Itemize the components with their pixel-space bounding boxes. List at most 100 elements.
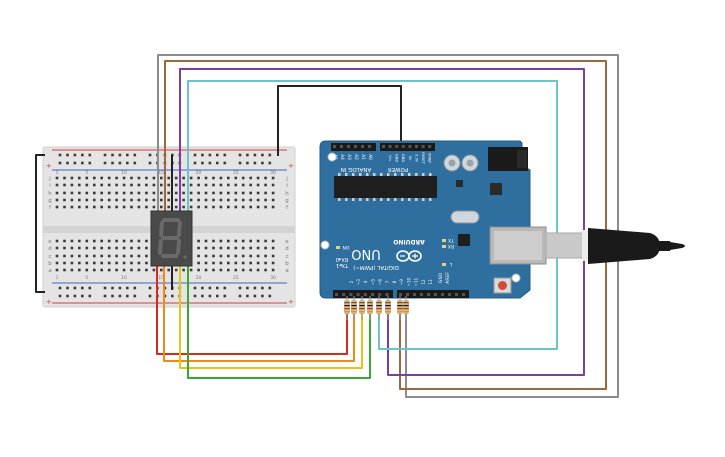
display-segments — [158, 218, 182, 258]
column-label: 20 — [196, 170, 202, 176]
resistor[interactable] — [376, 296, 382, 320]
mounting-hole — [511, 273, 521, 283]
column-label: 10 — [121, 275, 127, 281]
resistor[interactable] — [367, 296, 373, 320]
analog-pin-label: A5 — [333, 154, 338, 160]
row-label: f — [49, 205, 52, 211]
breadboard-holes — [55, 153, 275, 298]
column-label: 5 — [85, 170, 88, 176]
tx-pin-label: TX▸1 — [336, 262, 349, 268]
row-label: a — [285, 268, 288, 274]
power-pin-label: Vin — [388, 155, 392, 161]
rx-led-label: RX — [448, 243, 454, 249]
column-label: 25 — [233, 170, 239, 176]
wire-red[interactable] — [156, 258, 348, 355]
digital-pin-label: 12 — [421, 279, 426, 285]
row-label: b — [285, 261, 289, 267]
arduino-infinity-logo — [396, 250, 422, 262]
digital-pin-label: 13 — [428, 279, 433, 285]
column-label: 15 — [158, 275, 164, 281]
analog-header-label: ANALOG IN — [341, 166, 372, 172]
wire-yellow[interactable] — [179, 258, 363, 369]
power-pin-label: RESET — [421, 152, 425, 164]
gnd-label: GND — [438, 272, 444, 283]
wire-purple[interactable] — [179, 68, 585, 376]
rail-plus-mark: + — [288, 298, 294, 306]
column-label: 1 — [56, 275, 59, 281]
seven-segment-display[interactable]: 8 — [150, 210, 193, 267]
l-led-label: L — [449, 261, 452, 267]
wire-black[interactable] — [277, 85, 402, 156]
rail-plus-mark: + — [46, 162, 52, 170]
wire-gray[interactable] — [157, 54, 619, 398]
column-label: 20 — [196, 275, 202, 281]
rx-pin-label: RX◂0 — [336, 256, 349, 262]
analog-pin-label: A2 — [354, 154, 359, 160]
usb-cable[interactable] — [545, 228, 685, 264]
wire-black-rail-jumper[interactable] — [35, 154, 45, 293]
reset-button-cap[interactable] — [498, 281, 507, 290]
header-pins — [335, 293, 465, 296]
resistor[interactable] — [385, 296, 391, 320]
wire-orange[interactable] — [163, 258, 355, 362]
column-label: 30 — [270, 170, 276, 176]
on-led — [336, 246, 340, 249]
digital-pin-label: ~6 — [378, 279, 383, 285]
row-label: c — [48, 254, 51, 260]
digital-pin-label: 8 — [392, 280, 397, 283]
voltage-regulator — [490, 183, 502, 195]
power-header-label: POWER — [388, 166, 409, 172]
row-label: g — [48, 198, 52, 204]
usb-strain-relief — [658, 241, 670, 251]
column-label: 25 — [233, 275, 239, 281]
row-label: a — [48, 268, 51, 274]
row-label: g — [285, 198, 289, 204]
power-pin-label: GND — [401, 154, 405, 162]
rx-led — [442, 245, 446, 248]
resistor[interactable] — [344, 296, 350, 320]
chip-pins — [338, 173, 432, 201]
power-pin-label: IOREF — [428, 153, 432, 164]
row-label: i — [49, 183, 51, 189]
uno-label: UNO — [351, 246, 380, 261]
wire-cyan[interactable] — [187, 80, 558, 350]
digital-header-low — [333, 290, 393, 298]
column-label: 1 — [56, 170, 59, 176]
power-pin-label: 3.3V — [414, 154, 418, 163]
column-label: 5 — [85, 275, 88, 281]
digital-pin-label: ~10 — [406, 277, 411, 286]
aref-label: AREF — [445, 272, 451, 284]
digital-pin-label: ~5 — [370, 279, 375, 285]
row-label: b — [48, 261, 52, 267]
row-label: d — [48, 246, 52, 252]
resistor[interactable] — [403, 296, 409, 320]
crystal-oscillator — [450, 210, 480, 224]
resistor[interactable] — [351, 296, 357, 320]
digital-header-high — [397, 290, 469, 298]
row-label: c — [285, 254, 288, 260]
resistor[interactable] — [397, 296, 403, 320]
on-led-label: ON — [343, 244, 350, 250]
rail-plus-mark: + — [288, 162, 294, 170]
usb-plug-metal — [545, 232, 587, 259]
header-pins — [333, 145, 432, 148]
row-label: j — [48, 176, 51, 182]
wire-green[interactable] — [187, 258, 371, 379]
resistor[interactable] — [359, 296, 365, 320]
row-label: i — [286, 183, 288, 189]
analog-pin-label: A4 — [340, 154, 345, 160]
digital-header-label: DIGITAL (PWM~) — [353, 264, 399, 270]
column-label: 30 — [270, 275, 276, 281]
column-label: 15 — [158, 170, 164, 176]
wires — [35, 54, 619, 398]
power-jack-barrel — [517, 150, 527, 168]
arduino-brand-label: ARDUINO — [393, 238, 424, 245]
